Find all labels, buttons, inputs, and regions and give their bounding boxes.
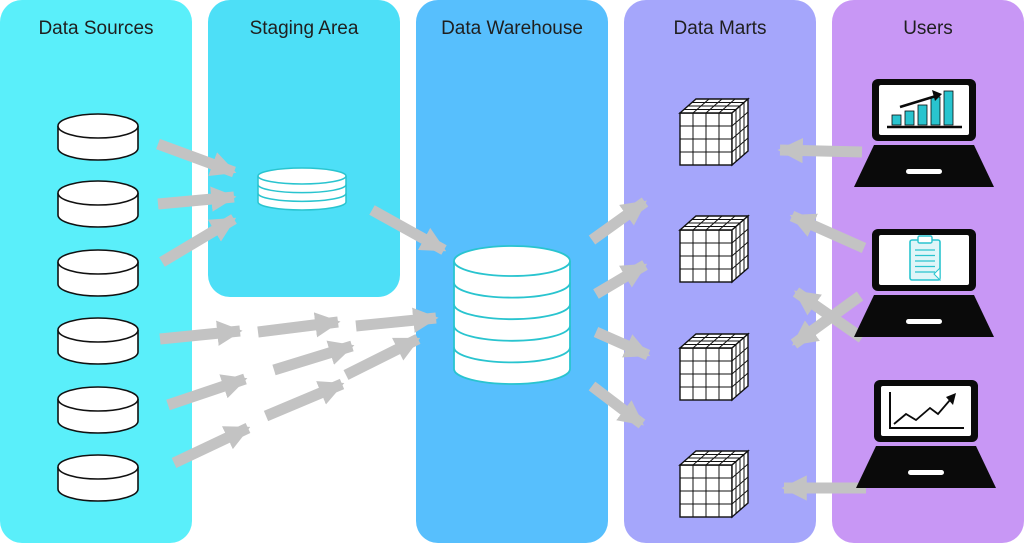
- cube-grid: [731, 124, 749, 140]
- cube-grid: [731, 137, 749, 153]
- flow-arrow: [156, 138, 237, 178]
- data-sources-group: [57, 113, 139, 502]
- data-sources-title: Data Sources: [38, 18, 154, 39]
- trend-arrow-head: [932, 90, 942, 101]
- disk-top: [57, 386, 139, 412]
- database-disk-icon: [57, 113, 139, 161]
- flow-arrow: [588, 197, 649, 245]
- cube-grid: [731, 241, 749, 257]
- data-warehouse-title: Data Warehouse: [441, 18, 583, 39]
- flow-arrow: [343, 334, 421, 380]
- database-disk-icon: [57, 249, 139, 297]
- bar-chart-bar: [917, 104, 928, 126]
- database-disk-icon: [57, 386, 139, 434]
- staging-group: [257, 167, 347, 211]
- laptop-keyboard: [854, 295, 994, 337]
- flow-arrow: [777, 137, 863, 164]
- staging-area-title: Staging Area: [249, 18, 359, 39]
- cube-grid: [731, 372, 749, 388]
- flow-arrow: [789, 210, 867, 254]
- stack-divider: [453, 325, 571, 342]
- flow-arrow: [157, 186, 237, 212]
- laptop-line-chart-icon: [856, 380, 996, 488]
- data-cube-icon: [678, 97, 750, 167]
- laptop-clipboard-icon: [854, 229, 994, 337]
- cube-grid: [731, 359, 749, 375]
- disk-top: [57, 317, 139, 343]
- flow-arrow: [159, 320, 243, 346]
- line-chart-axes: [889, 392, 964, 429]
- stacked-database-icon: [257, 167, 347, 211]
- users-title: Users: [903, 18, 953, 39]
- data-cube-icon: [678, 449, 750, 519]
- bar-chart-bar: [930, 96, 941, 126]
- flow-arrow: [263, 378, 345, 422]
- flow-arrow: [355, 307, 439, 333]
- cube-grid: [718, 333, 736, 349]
- cube-grid: [731, 476, 749, 492]
- flow-arrow: [257, 312, 341, 338]
- flow-arrow: [159, 214, 237, 267]
- laptop-trackpad: [906, 169, 942, 174]
- clipboard-fold: [933, 266, 941, 282]
- flow-arrow: [166, 373, 248, 411]
- flow-arrow: [171, 423, 251, 468]
- laptop-keyboard: [856, 446, 996, 488]
- bar-chart-bar: [904, 110, 915, 126]
- cube-grid: [718, 215, 736, 231]
- stack-divider: [453, 347, 571, 364]
- line-chart-arrow-head: [946, 393, 956, 405]
- cube-grid: [718, 98, 736, 114]
- cube-grid: [718, 450, 736, 466]
- users-group: [854, 79, 996, 488]
- laptop-bar-chart-icon: [854, 79, 994, 187]
- warehouse-group: [453, 245, 571, 385]
- disk-top: [57, 454, 139, 480]
- laptop-trackpad: [908, 470, 944, 475]
- bar-chart-bar: [943, 90, 954, 126]
- stack-divider: [453, 282, 571, 299]
- flow-arrow: [369, 205, 447, 255]
- trend-arrow-line: [899, 94, 937, 109]
- cube-grid: [731, 489, 749, 505]
- stack-top: [257, 167, 347, 185]
- database-disk-icon: [57, 454, 139, 502]
- bar-chart-bar: [891, 114, 902, 126]
- database-disk-icon: [57, 180, 139, 228]
- stack-divider: [257, 184, 347, 194]
- clipboard-clip: [917, 235, 933, 244]
- disk-top: [57, 180, 139, 206]
- stack-top: [453, 245, 571, 277]
- laptop-keyboard: [854, 145, 994, 187]
- flow-arrow: [593, 260, 648, 299]
- data-cube-icon: [678, 332, 750, 402]
- stack-body: [453, 261, 571, 385]
- flow-arrows: [156, 137, 867, 501]
- disk-top: [57, 113, 139, 139]
- data-marts-title: Data Marts: [673, 18, 767, 39]
- flow-arrow: [593, 326, 651, 361]
- disk-top: [57, 249, 139, 275]
- stack-divider: [257, 193, 347, 203]
- data-cube-icon: [678, 214, 750, 284]
- large-database-icon: [453, 245, 571, 385]
- flow-arrow: [272, 340, 355, 376]
- flow-arrow: [792, 287, 866, 343]
- laptop-trackpad: [906, 319, 942, 324]
- data-warehouse-column: Data Warehouse: [416, 0, 608, 543]
- staging-area-column: Staging Area: [208, 0, 400, 297]
- database-disk-icon: [57, 317, 139, 365]
- data-marts-group: [678, 97, 750, 519]
- cube-grid: [731, 254, 749, 270]
- stack-divider: [453, 304, 571, 321]
- flow-arrow: [588, 381, 646, 429]
- line-chart-trend: [893, 399, 951, 425]
